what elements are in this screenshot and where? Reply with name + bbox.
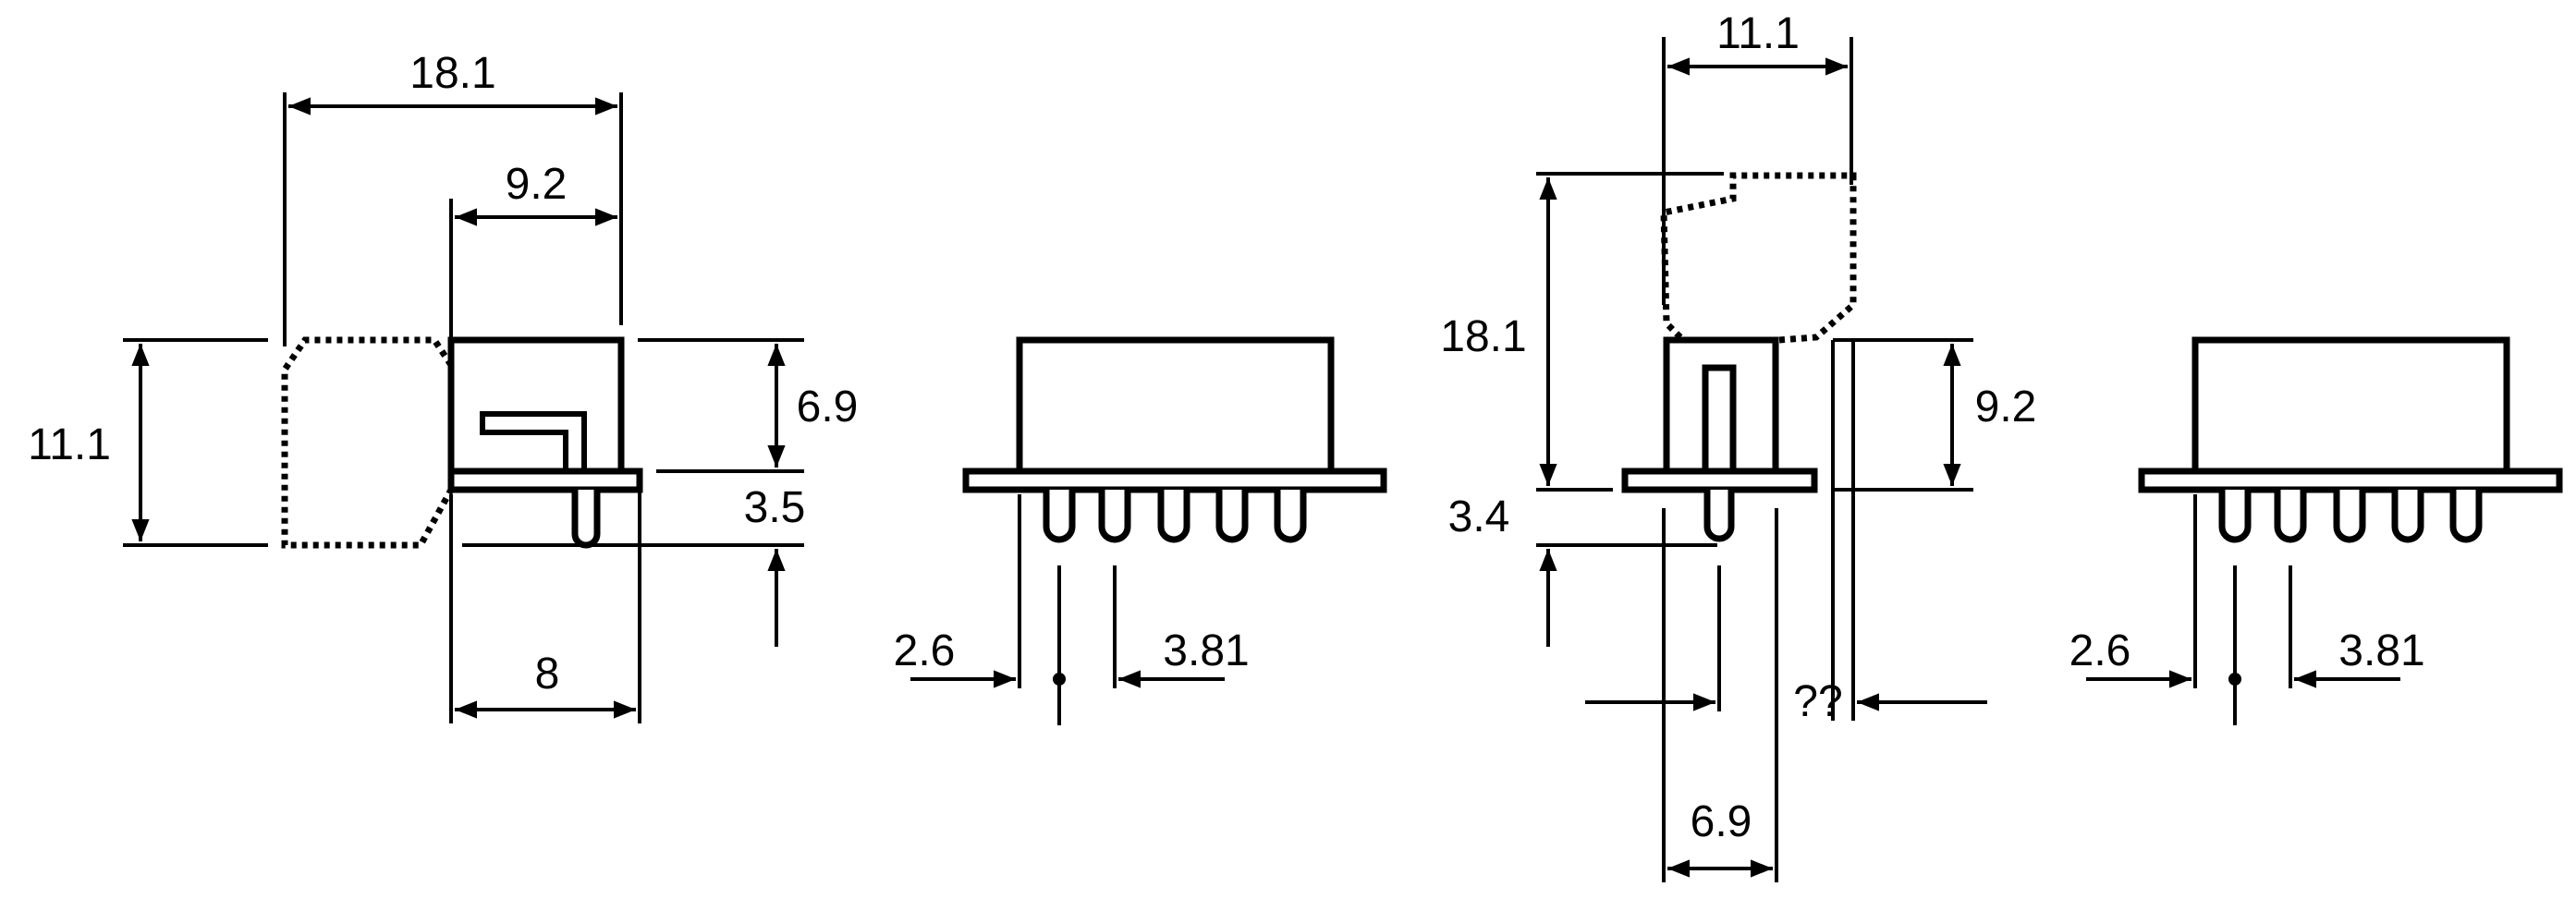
view-4-front: 2.6 3.81 (2069, 336, 2563, 725)
label-pin-length: 3.4 (1448, 492, 1510, 541)
pin-row (2218, 490, 2483, 543)
pin (1274, 490, 1307, 543)
label-base-width: 6.9 (1691, 797, 1752, 846)
switch-body (1016, 336, 1335, 476)
dotted-outline (1660, 172, 1857, 344)
pin (2333, 490, 2366, 543)
pin (571, 490, 601, 549)
label-pin-pitch: 3.81 (2338, 626, 2424, 675)
pin (1215, 490, 1249, 543)
label-overall-height: 18.1 (1440, 312, 1526, 361)
switch-body (447, 336, 625, 478)
pin (2274, 490, 2307, 543)
label-pin-length: 3.5 (744, 483, 806, 532)
pin (1043, 490, 1076, 543)
label-overall-width: 18.1 (409, 49, 495, 98)
base-plate (1621, 468, 1818, 493)
label-pin-offset: 2.6 (2069, 626, 2131, 675)
label-body-width: 9.2 (506, 160, 568, 209)
base-plate (962, 468, 1387, 493)
label-overall-height: 11.1 (28, 420, 111, 469)
base-plate (447, 468, 643, 493)
label-overall-width: 11.1 (1716, 9, 1800, 58)
view-1-side: 18.1 9.2 11.1 6.9 3.5 8 (28, 49, 858, 723)
base-plate (2138, 468, 2563, 493)
dotted-outline (281, 336, 455, 549)
view-3-side: 11.1 18.1 9.2 3.4 ?? 6.9 (1440, 9, 2036, 882)
pin-row (1043, 490, 1307, 543)
pin (2449, 490, 2483, 543)
label-pin-offset: 2.6 (894, 626, 956, 675)
switch-body (2191, 336, 2510, 476)
center-dot (1053, 673, 1066, 686)
pin (1703, 490, 1735, 542)
view-2-front: 2.6 3.81 (894, 336, 1387, 725)
center-dot (2228, 673, 2241, 686)
label-base-width: 8 (535, 650, 560, 699)
label-unknown-dim: ?? (1793, 677, 1842, 726)
pin (1157, 490, 1190, 543)
lever (1702, 364, 1737, 480)
pin (2218, 490, 2252, 543)
pin (2391, 490, 2424, 543)
label-pin-pitch: 3.81 (1163, 626, 1249, 675)
label-body-height: 6.9 (797, 383, 859, 431)
label-body-height: 9.2 (1975, 383, 2037, 431)
pin (1098, 490, 1131, 543)
